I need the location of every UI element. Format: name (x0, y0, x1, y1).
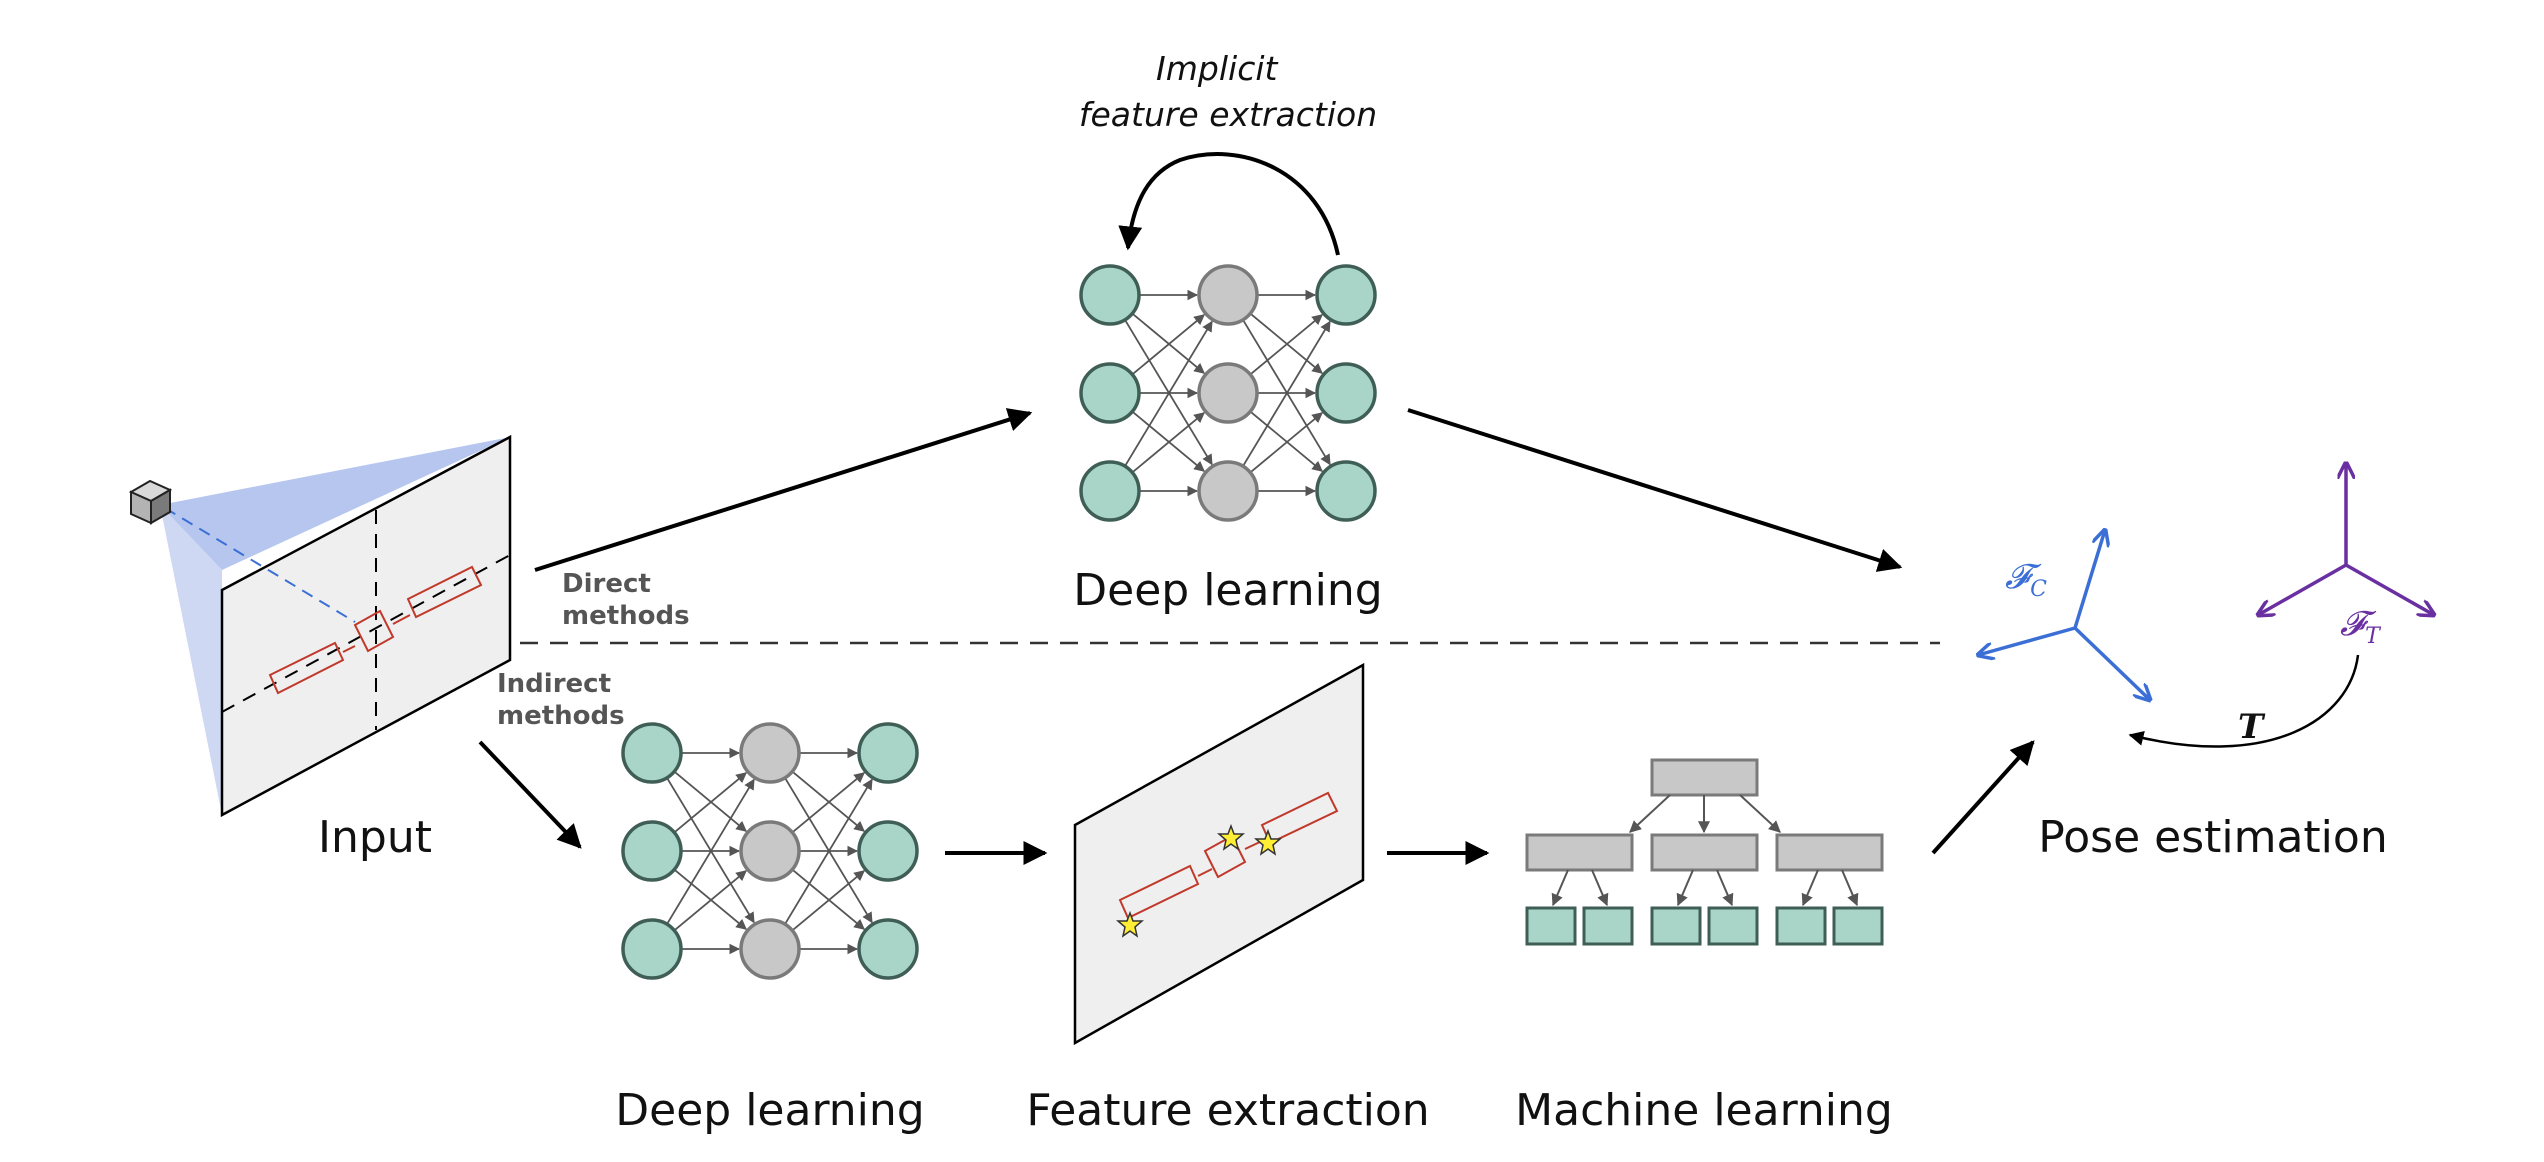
nn-top-hidden-node (1197, 264, 1259, 326)
deep-learning-top-label: Deep learning (1073, 565, 1382, 616)
direct-methods-label-2: methods (562, 601, 690, 631)
nn-top-io-node (1079, 460, 1141, 522)
nn-top-io-node (1315, 362, 1377, 424)
flow-arrows (478, 408, 2035, 865)
implicit-label-2: feature extraction (1079, 95, 1377, 134)
nn-top-edge (1131, 412, 1205, 474)
svg-text:Direct methods: Direct methods (562, 569, 690, 631)
arrow-input-to-deep-bottom (478, 740, 582, 849)
nn-top-edge (1131, 410, 1205, 472)
nn-top-edge (1249, 312, 1323, 374)
nn-top-hidden-node (1197, 362, 1259, 424)
nn-bottom-io-node (857, 918, 919, 980)
nn-bottom-edge (673, 772, 747, 834)
nn-bottom-edge (791, 772, 865, 834)
nn-top-io-node (1079, 362, 1141, 424)
projection-ray (164, 507, 356, 623)
keypoint-star-icon (1115, 910, 1145, 938)
nn-bottom-io-node (857, 820, 919, 882)
nn-bottom-edge (666, 778, 755, 925)
indirect-methods-label-1: Indirect (497, 669, 611, 699)
indirect-methods-label-2: methods (497, 701, 625, 731)
camera-frame-axes (1978, 530, 2150, 700)
nn-bottom-hidden-node (739, 918, 801, 980)
nn-bottom-edge (791, 870, 865, 932)
pose-estimation-label: Pose estimation (2038, 812, 2387, 863)
svg-text:𝓕T: 𝓕T (2340, 604, 2382, 649)
nn-top-edge (1242, 320, 1331, 467)
nn-bottom-edge (791, 770, 865, 832)
input-label: Input (318, 812, 432, 863)
nn-top-edge (1131, 314, 1205, 376)
frame-target-subscript: T (2365, 624, 2382, 649)
nn-bottom-edge (673, 770, 747, 832)
nn-top-edge (1124, 320, 1213, 467)
image-plane (220, 434, 512, 818)
nn-bottom-io-node (621, 722, 683, 784)
machine-learning-label: Machine learning (1515, 1085, 1893, 1136)
nn-top-edge (1249, 412, 1323, 474)
arrow-deep-top-to-pose (1407, 408, 1903, 572)
camera-icon (128, 479, 173, 525)
nn-bottom-edge (673, 868, 747, 930)
nn-top-io-node (1315, 460, 1377, 522)
nn-top-hidden-node (1197, 460, 1259, 522)
feature-extraction-label: Feature extraction (1026, 1085, 1429, 1136)
direct-methods-label-1: Direct (562, 569, 651, 599)
nn-top-edge (1249, 410, 1323, 472)
deep-learning-network-bottom (621, 722, 919, 980)
image-plane-horizontal-dash (221, 554, 511, 713)
deep-learning-network-top (1079, 264, 1377, 522)
nn-bottom-hidden-node (739, 722, 801, 784)
nn-bottom-edge (784, 778, 873, 925)
svg-text:Indirect methods: Indirect methods (497, 669, 625, 731)
nn-top-edge (1249, 314, 1323, 376)
svg-text:𝓕C: 𝓕C (2005, 557, 2047, 602)
nn-top-io-node (1079, 264, 1141, 326)
input-group: Input (128, 434, 512, 863)
arrow-ml-to-pose (1931, 740, 2035, 855)
svg-text:Implicit feature extractio: Implicit feature extraction (1079, 49, 1377, 134)
nn-top-io-node (1315, 264, 1377, 326)
nn-top-edge (1131, 312, 1205, 374)
transform-arrow (2128, 654, 2360, 748)
deep-learning-bottom-label: Deep learning (615, 1085, 924, 1136)
frame-camera-subscript: C (2030, 577, 2047, 602)
keypoint-star-icon (1253, 828, 1283, 856)
nn-bottom-hidden-node (739, 820, 801, 882)
arrow-input-to-deep-top (534, 408, 1033, 572)
target-frame-axes (2258, 463, 2434, 615)
nn-bottom-io-node (621, 820, 683, 882)
machine-learning-tree (1525, 758, 1884, 946)
nn-bottom-io-node (857, 722, 919, 784)
nn-bottom-edge (791, 868, 865, 930)
keypoint-star-icon (1216, 823, 1246, 851)
implicit-loop-arrow (1118, 152, 1340, 256)
nn-bottom-io-node (621, 918, 683, 980)
feature-extraction-panel (1073, 662, 1365, 1046)
implicit-label-1: Implicit (1156, 49, 1278, 88)
camera-frustum (160, 437, 510, 570)
camera-frustum-lower (160, 505, 222, 815)
nn-bottom-edge (673, 870, 747, 932)
transform-label: T (2238, 707, 2266, 747)
satellite-shape (268, 565, 483, 695)
